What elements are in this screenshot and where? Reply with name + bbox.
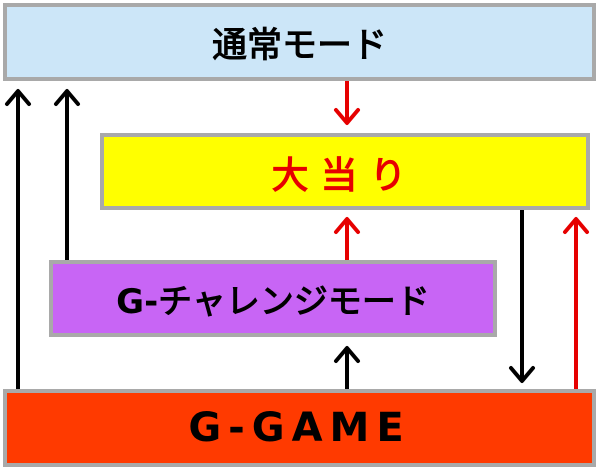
arrow-ggame-to-normal (5, 89, 31, 389)
jackpot-label: 大当り (271, 153, 419, 197)
arrow-normal-to-jackpot (334, 81, 360, 125)
normal-mode-label: 通常モード (211, 25, 387, 66)
arrow-ggame-to-challenge (334, 346, 360, 389)
arrow-challenge-to-jackpot (334, 217, 360, 260)
g-challenge-mode-box: G-チャレンジモード (49, 260, 497, 337)
jackpot-box: 大当り (100, 133, 590, 210)
arrow-ggame-to-jackpot (563, 217, 589, 389)
g-challenge-mode-label: G-チャレンジモード (116, 282, 430, 322)
arrow-jackpot-to-ggame (509, 210, 535, 383)
normal-mode-box: 通常モード (3, 3, 596, 81)
g-game-label: G-GAME (188, 405, 411, 451)
g-game-box: G-GAME (3, 389, 596, 467)
arrow-challenge-to-normal (54, 89, 80, 260)
